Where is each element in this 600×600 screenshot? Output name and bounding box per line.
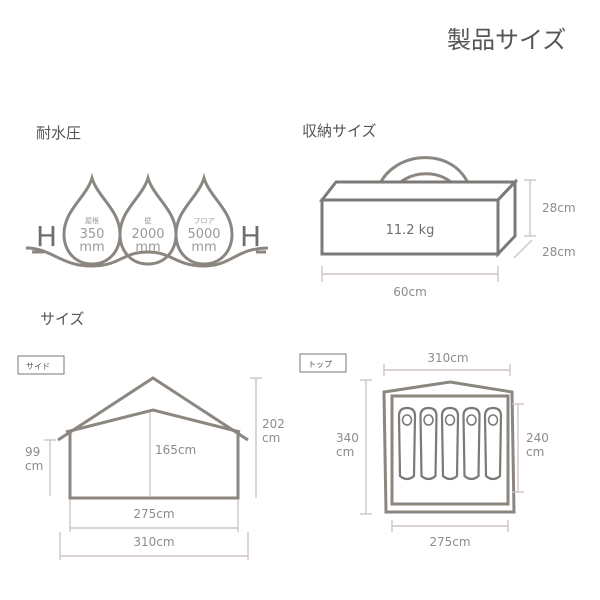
sleeping-bag-hood: [444, 414, 456, 426]
water-drop-floor-icon: [174, 172, 234, 266]
sleeping-bag-icon: [397, 406, 417, 481]
sleeping-bag-icon: [440, 406, 460, 481]
drop-wall-value: 2000: [131, 227, 164, 242]
bag-depth-line: [513, 239, 533, 259]
side-wall-outline: [68, 430, 240, 500]
water-drop-roof-icon: [62, 172, 122, 266]
water-wave-line: [25, 246, 269, 268]
water-heading: 耐水圧: [36, 124, 81, 142]
bag-handle-back: [376, 156, 472, 189]
top-fly-outline: [382, 380, 516, 514]
drop-roof-unit: mm: [79, 240, 104, 255]
side-wall-height-value: 99: [25, 445, 40, 459]
top-tag: トップ: [308, 360, 332, 369]
drop-wall-unit: mm: [135, 240, 160, 255]
sleeping-bag-icon: [419, 406, 438, 481]
drop-wall-label: 壁: [145, 216, 152, 225]
top-total-depth-value: 340: [336, 431, 359, 445]
side-view: サイド 165cm 99 cm 202 cm 275cm 310cm: [17, 355, 285, 560]
drop-floor-unit: mm: [191, 240, 216, 255]
top-total-depth-unit: cm: [336, 445, 354, 459]
sleeping-bag-hood: [423, 414, 434, 426]
side-inner-height: 165cm: [155, 443, 196, 457]
sleeping-bags: [397, 406, 503, 481]
bag-weight: 11.2 kg: [386, 223, 435, 238]
sleeping-bag-hood: [487, 414, 499, 426]
top-inner-depth-value: 240: [526, 431, 549, 445]
storage-size-section: 収納サイズ 11.2 kg 28cm 28cm 60cm: [302, 122, 576, 299]
size-heading: サイズ: [40, 310, 85, 328]
sleeping-bag-icon: [462, 406, 481, 481]
side-total-height-value: 202: [262, 417, 285, 431]
water-resistance-section: 耐水圧 H H 屋根 350 mm 壁 2000 mm フロア 5000 mm: [25, 124, 269, 268]
side-total-width: 310cm: [133, 535, 174, 549]
drop-roof-value: 350: [80, 227, 105, 242]
water-drop-wall-icon: [118, 172, 178, 266]
page-title: 製品サイズ: [447, 26, 566, 54]
sleeping-bag-icon: [483, 406, 503, 481]
top-inner-outline: [390, 394, 510, 506]
side-inner-width: 275cm: [133, 507, 174, 521]
drop-roof-label: 屋根: [85, 216, 99, 225]
side-fly-outline: [57, 376, 249, 442]
top-tag-box: [299, 353, 347, 373]
side-tag-box: [17, 355, 65, 375]
drop-floor-value: 5000: [187, 227, 220, 242]
side-roof-outline: [65, 408, 241, 434]
storage-heading: 収納サイズ: [302, 122, 377, 140]
side-wall-height-unit: cm: [25, 459, 43, 473]
top-view: トップ 310cm 340 cm 240 cm 275cm: [299, 351, 549, 549]
h-left-label: H: [36, 220, 57, 253]
bag-top-face: [318, 180, 519, 202]
sleeping-bag-hood: [466, 414, 477, 426]
sleeping-bag-hood: [401, 414, 413, 426]
bag-front-face: [320, 198, 500, 256]
bag-width: 60cm: [393, 285, 427, 299]
drop-floor-label: フロア: [194, 217, 215, 225]
h-right-label: H: [240, 220, 261, 253]
bag-depth: 28cm: [542, 245, 576, 259]
top-inner-width: 275cm: [429, 535, 470, 549]
side-total-height-unit: cm: [262, 431, 280, 445]
top-total-width: 310cm: [427, 351, 468, 365]
side-tag: サイド: [26, 362, 50, 371]
bag-height: 28cm: [542, 201, 576, 215]
top-inner-depth-unit: cm: [526, 445, 544, 459]
